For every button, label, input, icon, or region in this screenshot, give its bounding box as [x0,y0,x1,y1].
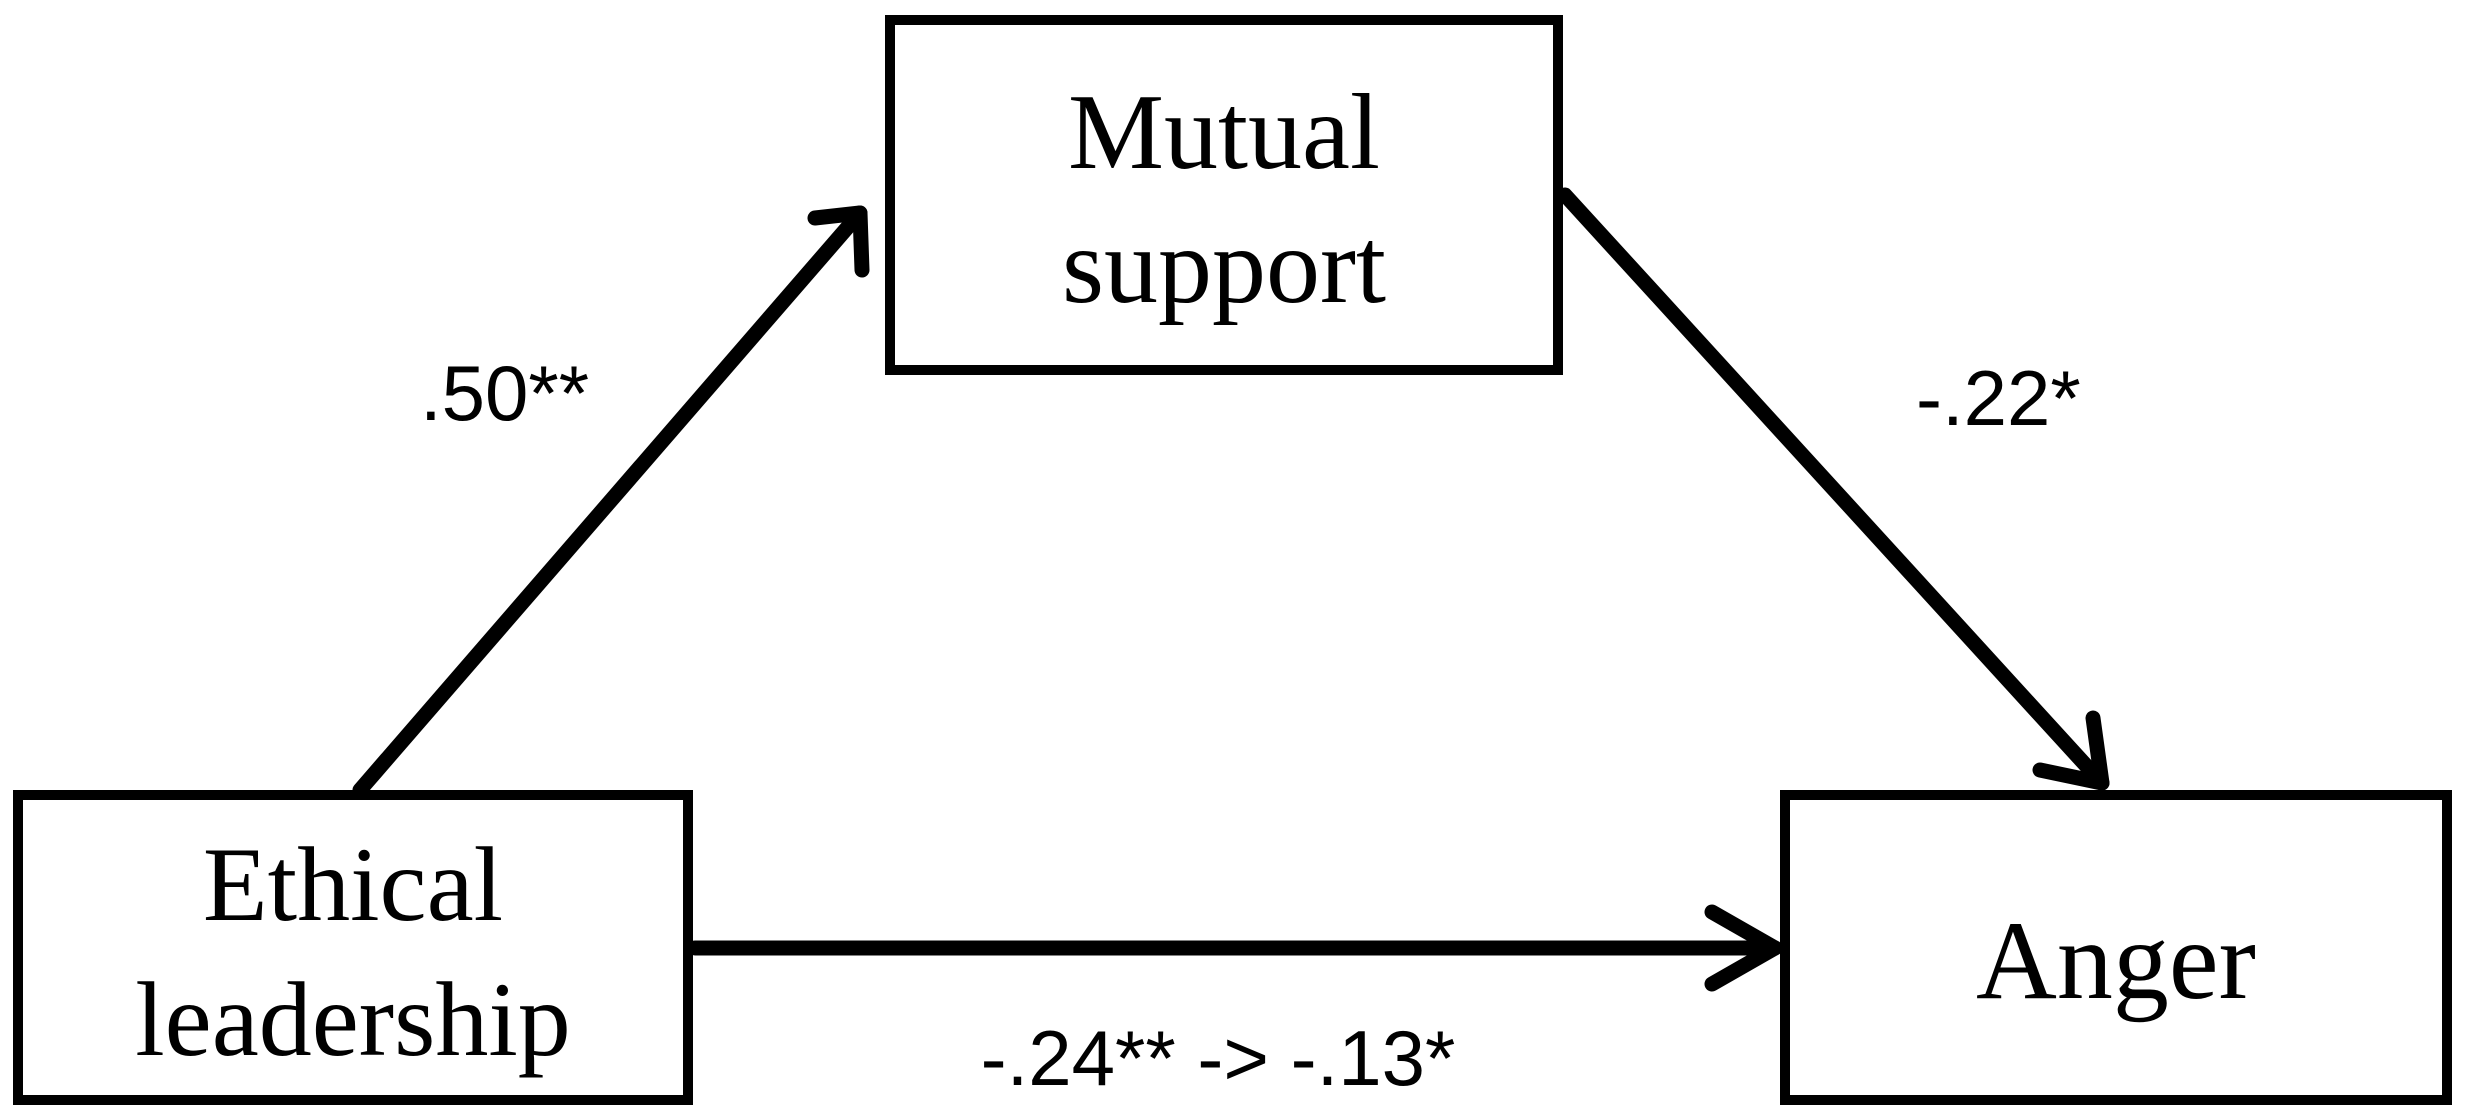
ethical-leadership-label-line1: Ethical [203,826,503,943]
mutual-support-label-line2: support [1062,207,1386,326]
path-c-coefficient: -.24** -> -.13* [981,1014,1456,1102]
anger-label: Anger [1976,899,2256,1023]
ethical-leadership-label-line2: leadership [135,961,571,1078]
mutual-support-label-line1: Mutual [1068,73,1380,192]
path-a-coefficient: .50** [420,349,589,437]
path-b-arrow [1557,187,2110,791]
path-c-arrow [687,904,1783,992]
path-a-arrow [352,205,870,798]
mutual-support-box: Mutual support [885,15,1563,375]
anger-box: Anger [1780,790,2452,1105]
path-b-coefficient: -.22* [1916,354,2081,442]
ethical-leadership-box: Ethical leadership [13,790,693,1105]
